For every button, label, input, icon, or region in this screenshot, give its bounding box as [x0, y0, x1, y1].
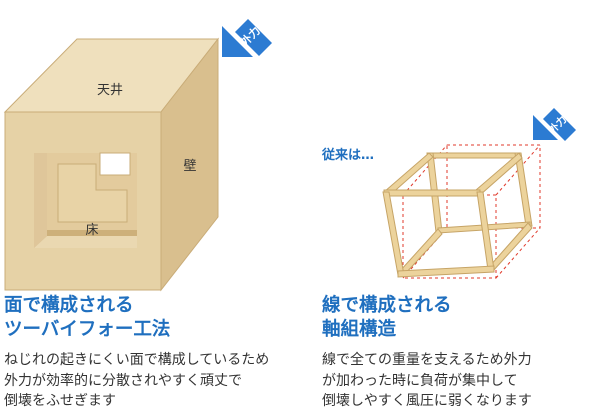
dashed-front-face	[402, 194, 497, 279]
right-description-line: が加わった時に負荷が集中して	[322, 372, 518, 389]
external-force-arrow-right: 外力	[533, 108, 576, 141]
external-force-arrow-left: 外力	[222, 19, 272, 57]
floor-label: 床	[85, 223, 98, 238]
timber-beam	[476, 191, 495, 271]
left-description-line: 倒壊をふせぎます	[4, 393, 116, 409]
inner-left-wall	[34, 153, 47, 248]
left-heading-line2: ツーバイフォー工法	[4, 319, 171, 340]
timber-beam	[397, 265, 495, 278]
right-description-line: 倒壊しやすく風圧に弱くなります	[322, 393, 532, 409]
left-heading-line1: 面で構成される	[4, 295, 134, 316]
dashed-edge	[495, 227, 541, 279]
timber-beam	[428, 152, 520, 159]
timber-frame	[382, 152, 533, 278]
timber-beam	[383, 189, 481, 197]
left-heading: 面で構成される ツーバイフォー工法	[4, 294, 170, 342]
inner-floor	[34, 236, 137, 248]
right-description: 線で全ての重量を支えるため外力 が加わった時に負荷が集中して 倒壊しやすく風圧に…	[322, 350, 532, 412]
right-heading: 線で構成される 軸組構造	[322, 294, 452, 342]
right-description-line: 線で全ての重量を支えるため外力	[322, 352, 532, 368]
timber-beam	[475, 152, 523, 196]
arrow-head-left	[222, 26, 253, 57]
ceiling-label: 天井	[97, 83, 123, 98]
left-description-line: 外力が効率的に分散されやすく頑丈で	[4, 372, 242, 389]
inner-l-cutout	[57, 163, 128, 223]
wall-label: 壁	[183, 159, 196, 174]
timber-beam	[382, 191, 405, 276]
dashed-edge	[495, 144, 541, 196]
window-opening	[99, 152, 131, 176]
right-heading-line1: 線で構成される	[322, 295, 452, 316]
left-description: ねじれの起きにくい面で構成しているため 外力が効率的に分散されやすく頑丈で 倒壊…	[4, 350, 269, 412]
timber-beam	[399, 228, 443, 276]
left-description-line: ねじれの起きにくい面で構成しているため	[4, 352, 270, 368]
panel-box: 天井 壁 床	[3, 37, 220, 292]
timber-beam	[488, 222, 533, 272]
arrow-shaft-left	[235, 19, 272, 56]
conventional-label: 従来は…	[321, 147, 374, 163]
arrow-head-right	[533, 115, 558, 140]
timber-beam	[514, 152, 533, 227]
arrow-shaft-right	[543, 108, 576, 141]
right-heading-line2: 軸組構造	[322, 319, 397, 340]
